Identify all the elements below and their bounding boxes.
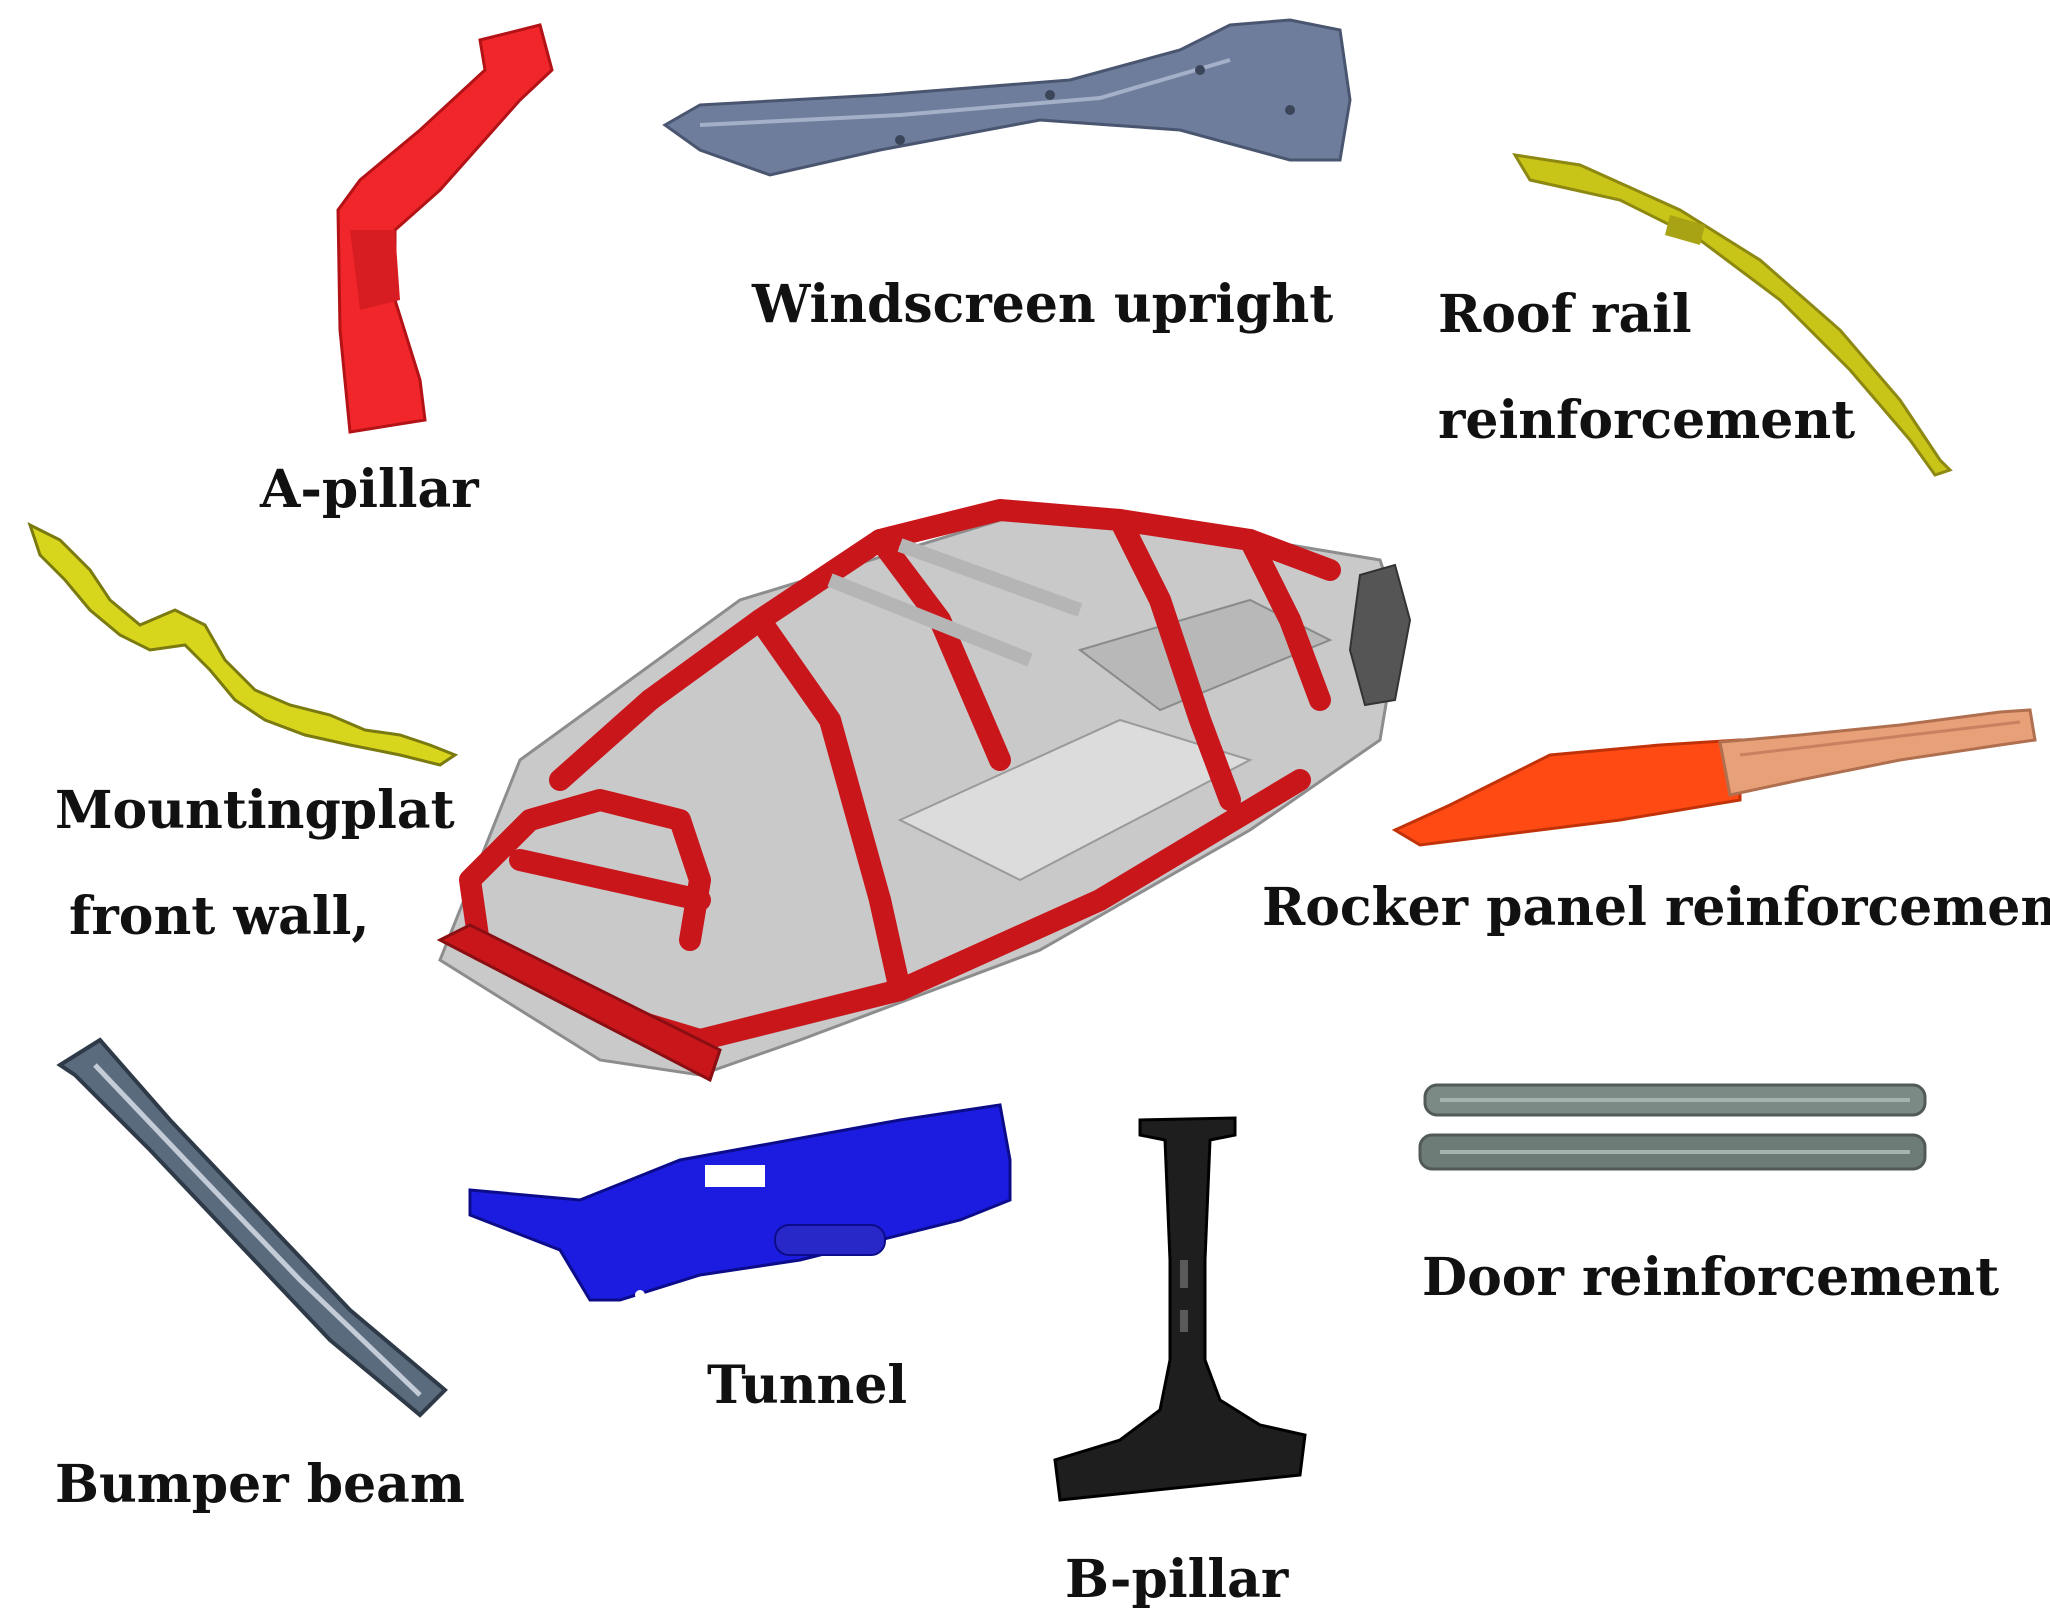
label-rocker-panel-reinforcement: Rocker panel reinforcement (1262, 878, 2050, 938)
label-tunnel-text: Tunnel (707, 1355, 908, 1416)
label-mountingplat-line1: Mountingplat (55, 780, 455, 841)
windscreen-upright-part-icon (662, 18, 1352, 177)
bumper-beam-part-icon (56, 1037, 448, 1418)
label-b-pillar-text: B-pillar (1065, 1549, 1289, 1610)
tunnel-part-icon (468, 1103, 1012, 1302)
label-mountingplat-front-wall: Mountingplat front wall, (55, 758, 455, 970)
label-door-reinforcement-text: Door reinforcement (1422, 1247, 2000, 1308)
roof-rail-part-icon (1512, 153, 1953, 477)
mountingplat-part-icon (27, 522, 459, 767)
label-mountingplat-line2: front wall, (69, 886, 370, 947)
rocker-panel-part-icon (1391, 708, 2037, 847)
a-pillar-part-icon (336, 23, 554, 434)
label-a-pillar-text: A-pillar (260, 459, 479, 520)
label-b-pillar: B-pillar (1065, 1550, 1288, 1610)
label-rocker-panel-text: Rocker panel reinforcement (1262, 877, 2050, 938)
car-body-in-white-icon (436, 499, 1412, 1083)
b-pillar-part-icon (1053, 1116, 1307, 1502)
label-tunnel: Tunnel (707, 1356, 907, 1416)
label-roof-rail-line2: reinforcement (1438, 390, 1856, 451)
door-reinforcement-part-icon (1418, 1083, 1927, 1171)
label-door-reinforcement: Door reinforcement (1422, 1248, 1999, 1308)
label-roof-rail-line1: Roof rail (1438, 284, 1692, 345)
label-bumper-beam: Bumper beam (55, 1455, 465, 1515)
label-windscreen-upright: Windscreen upright (752, 275, 1333, 335)
label-bumper-beam-text: Bumper beam (55, 1454, 465, 1515)
label-roof-rail-reinforcement: Roof rail reinforcement (1438, 262, 1855, 474)
label-windscreen-upright-text: Windscreen upright (752, 274, 1334, 335)
label-a-pillar: A-pillar (260, 460, 479, 520)
